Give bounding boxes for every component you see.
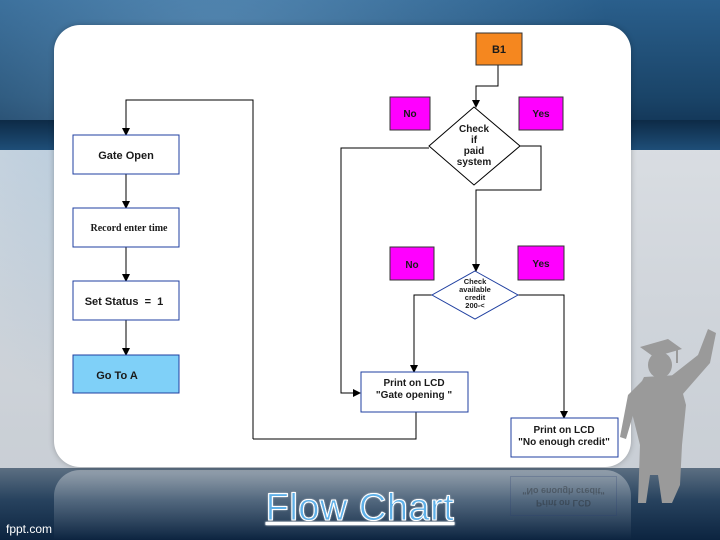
gate-open-label: Gate Open <box>98 150 154 162</box>
no-label-2: No <box>389 246 435 281</box>
print-no-credit-box: Print on LCD "No enough credit" <box>510 417 619 458</box>
connector-yes-to-check-credit <box>472 145 542 272</box>
connector-loop-to-gate-open <box>122 99 254 439</box>
print-gate-opening-box: Print on LCD "Gate opening " <box>360 371 469 413</box>
footer-brand: fppt.com <box>6 522 53 536</box>
decision-1-line-1: Check <box>459 124 489 135</box>
print-gate-line-2: "Gate opening " <box>376 390 452 401</box>
decision-check-paid: Check if paid system <box>428 106 521 186</box>
decision-2-line-2: available <box>459 285 491 294</box>
no-label-1: No <box>389 96 431 131</box>
footer-band <box>0 468 720 540</box>
decision-2-line-4: 200-< <box>465 301 485 310</box>
slide-title: Flow Chart <box>265 487 455 530</box>
decision-check-credit: Check available credit 200-< <box>430 270 520 320</box>
connector-credit-no-to-print-gate <box>410 294 432 373</box>
yes-label-1-text: Yes <box>532 109 550 120</box>
connector-print-gate-loop <box>253 412 417 440</box>
go-to-a-label: Go To A <box>96 370 138 382</box>
graduate-silhouette-icon <box>620 329 716 503</box>
record-enter-time-label: Record enter time <box>90 223 168 234</box>
yes-label-1: Yes <box>518 96 564 131</box>
print-credit-line-1: Print on LCD <box>533 425 594 436</box>
decision-2-line-1: Check <box>464 277 487 286</box>
start-node-b1: B1 <box>475 32 523 66</box>
set-status-label: Set Status = 1 <box>85 296 164 308</box>
start-node-label: B1 <box>492 44 506 56</box>
decision-2-line-3: credit <box>465 293 486 302</box>
print-credit-line-2: "No enough credit" <box>518 437 610 448</box>
yes-label-2: Yes <box>517 245 565 281</box>
gate-open-box: Gate Open <box>72 134 180 175</box>
decision-1-line-4: system <box>457 157 492 168</box>
no-label-2-text: No <box>405 260 418 271</box>
decision-1-line-3: paid <box>464 146 485 157</box>
set-status-box: Set Status = 1 <box>72 280 180 321</box>
go-to-a-box: Go To A <box>72 354 180 394</box>
connector-no-to-print-gate <box>340 147 429 397</box>
connector-b1-to-check-paid <box>472 65 499 108</box>
card-reflection <box>54 470 631 540</box>
decision-1-line-2: if <box>471 135 478 146</box>
connector-credit-yes-to-print-credit <box>518 294 568 419</box>
record-enter-time-box: Record enter time <box>72 207 180 248</box>
connectors <box>122 65 568 440</box>
yes-label-2-text: Yes <box>532 259 550 270</box>
print-gate-line-1: Print on LCD <box>383 378 444 389</box>
no-label-1-text: No <box>403 109 416 120</box>
